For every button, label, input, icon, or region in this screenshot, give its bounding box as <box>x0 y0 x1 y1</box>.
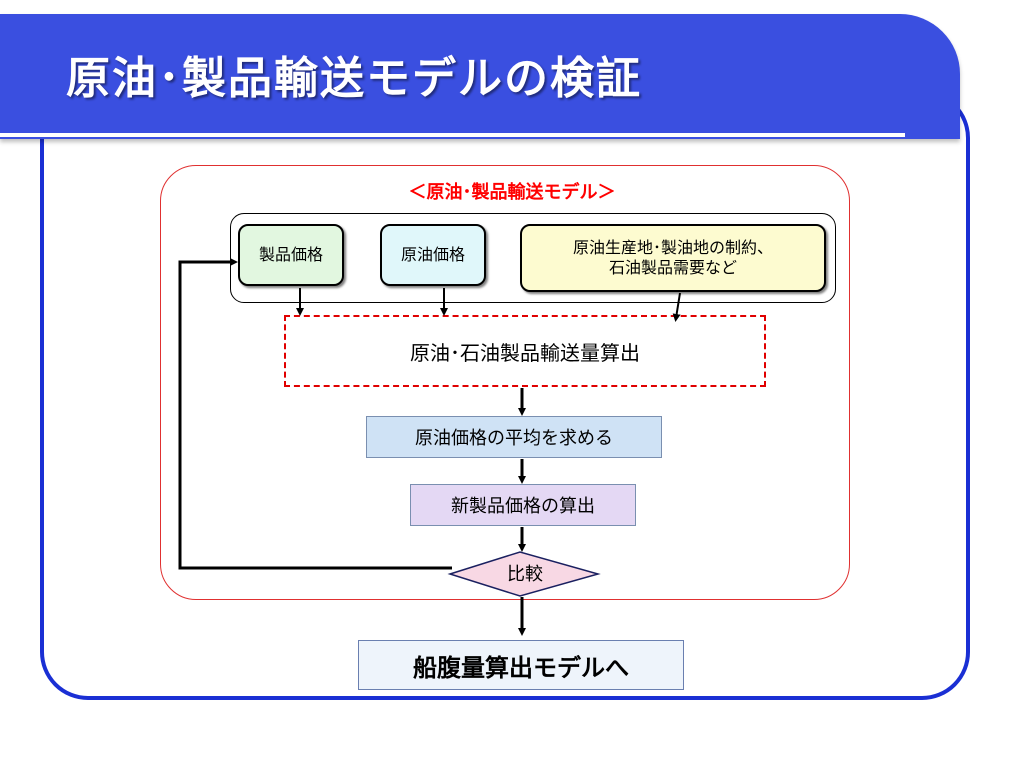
average-price-box: 原油価格の平均を求める <box>366 416 662 458</box>
slide-title: 原油･製品輸送モデルの検証 <box>66 53 642 104</box>
arrow-constraints <box>672 292 681 322</box>
model-container <box>160 165 850 600</box>
constraints-box: 原油生産地･製油地の制約、 石油製品需要など <box>520 224 826 292</box>
crude-price-box: 原油価格 <box>380 224 486 286</box>
transport-calc-box: 原油･石油製品輸送量算出 <box>284 315 766 387</box>
constraints-label-line1: 原油生産地･製油地の制約、 <box>572 238 773 257</box>
product-price-label: 製品価格 <box>258 245 323 264</box>
crude-price-label: 原油価格 <box>400 245 465 264</box>
new-price-box: 新製品価格の算出 <box>410 484 636 526</box>
constraints-label-line2: 石油製品需要など <box>608 258 737 277</box>
next-model-box: 船腹量算出モデルへ <box>358 640 684 690</box>
compare-label: 比較 <box>507 564 543 585</box>
compare-diamond <box>447 551 601 597</box>
model-label: ＜原油･製品輸送モデル＞ <box>408 182 616 203</box>
new-price-label: 新製品価格の算出 <box>451 496 595 517</box>
title-underline <box>0 133 905 137</box>
average-price-label: 原油価格の平均を求める <box>415 428 613 449</box>
title-bar <box>0 14 960 139</box>
feedback-loop-line <box>178 258 452 570</box>
product-price-box: 製品価格 <box>238 224 344 286</box>
next-model-label: 船腹量算出モデルへ <box>413 653 629 682</box>
transport-calc-label: 原油･石油製品輸送量算出 <box>410 340 640 365</box>
